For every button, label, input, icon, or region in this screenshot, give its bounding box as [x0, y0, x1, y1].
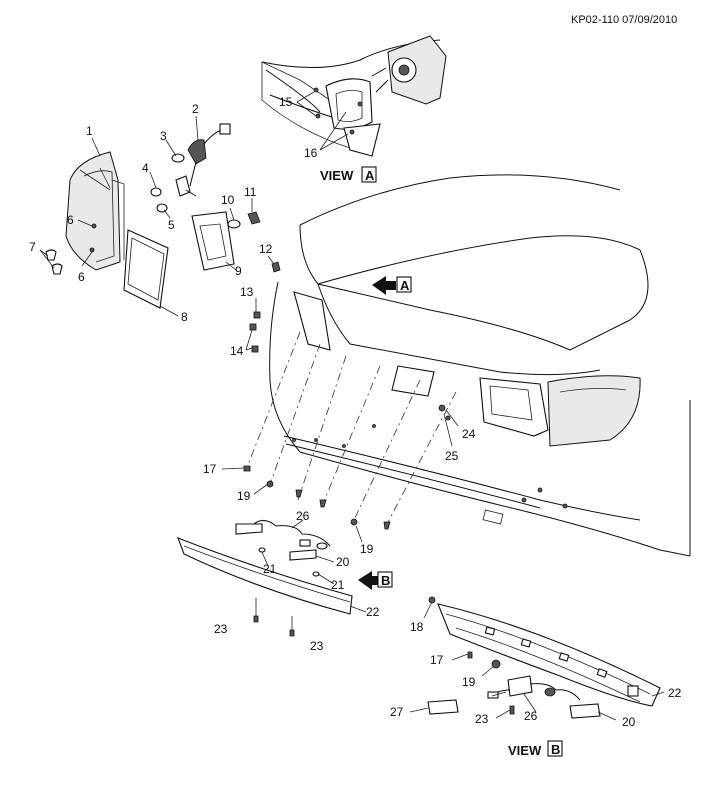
callout-7: 7: [29, 240, 36, 254]
svg-text:B: B: [551, 742, 560, 757]
view-b-inset: [409, 596, 665, 721]
callout-17: 17: [430, 653, 444, 667]
callout-15: 15: [279, 95, 293, 109]
svg-text:A: A: [365, 168, 375, 183]
callout-3: 3: [160, 129, 167, 143]
vehicle-rear-body: [245, 174, 691, 557]
callout-27: 27: [390, 705, 404, 719]
callout-8: 8: [181, 310, 188, 324]
callout-20: 20: [622, 715, 636, 729]
svg-text:VIEW: VIEW: [508, 743, 542, 758]
callout-23: 23: [214, 622, 228, 636]
applique-assembly: [177, 519, 367, 637]
callout-22: 22: [366, 605, 380, 619]
callout-19: 19: [237, 489, 251, 503]
callout-6: 6: [67, 213, 74, 227]
callout-26: 26: [524, 709, 538, 723]
callout-16: 16: [304, 146, 318, 160]
svg-text:A: A: [400, 278, 410, 293]
callout-6: 6: [78, 270, 85, 284]
callout-2: 2: [192, 102, 199, 116]
view-a-title: VIEW A: [320, 166, 377, 183]
callout-5: 5: [168, 218, 175, 232]
callout-1: 1: [86, 124, 93, 138]
callout-19: 19: [462, 675, 476, 689]
callout-24: 24: [462, 427, 476, 441]
callout-20: 20: [336, 555, 350, 569]
callout-22: 22: [668, 686, 682, 700]
callout-9: 9: [235, 264, 242, 278]
callout-14: 14: [230, 344, 244, 358]
callout-13: 13: [240, 285, 254, 299]
view-a-inset: [261, 35, 447, 157]
callout-21: 21: [331, 578, 345, 592]
view-b-title: VIEW B: [508, 740, 563, 758]
callout-4: 4: [142, 161, 149, 175]
svg-text:VIEW: VIEW: [320, 168, 354, 183]
body-leaders: [221, 409, 459, 543]
tail-lamp-assembly: [39, 115, 281, 353]
callout-23: 23: [310, 639, 324, 653]
callout-18: 18: [410, 620, 424, 634]
callout-11: 11: [244, 185, 257, 199]
callout-21: 21: [263, 562, 277, 576]
callout-19: 19: [360, 542, 374, 556]
callout-10: 10: [221, 193, 235, 207]
view-b-arrow: B: [358, 571, 393, 590]
svg-text:B: B: [381, 573, 390, 588]
view-a-arrow: A: [372, 276, 412, 295]
reference-code: KP02-110 07/09/2010: [571, 14, 677, 26]
callout-26: 26: [296, 509, 310, 523]
callout-23: 23: [475, 712, 489, 726]
callout-17: 17: [203, 462, 217, 476]
callout-25: 25: [445, 449, 459, 463]
callout-12: 12: [259, 242, 273, 256]
